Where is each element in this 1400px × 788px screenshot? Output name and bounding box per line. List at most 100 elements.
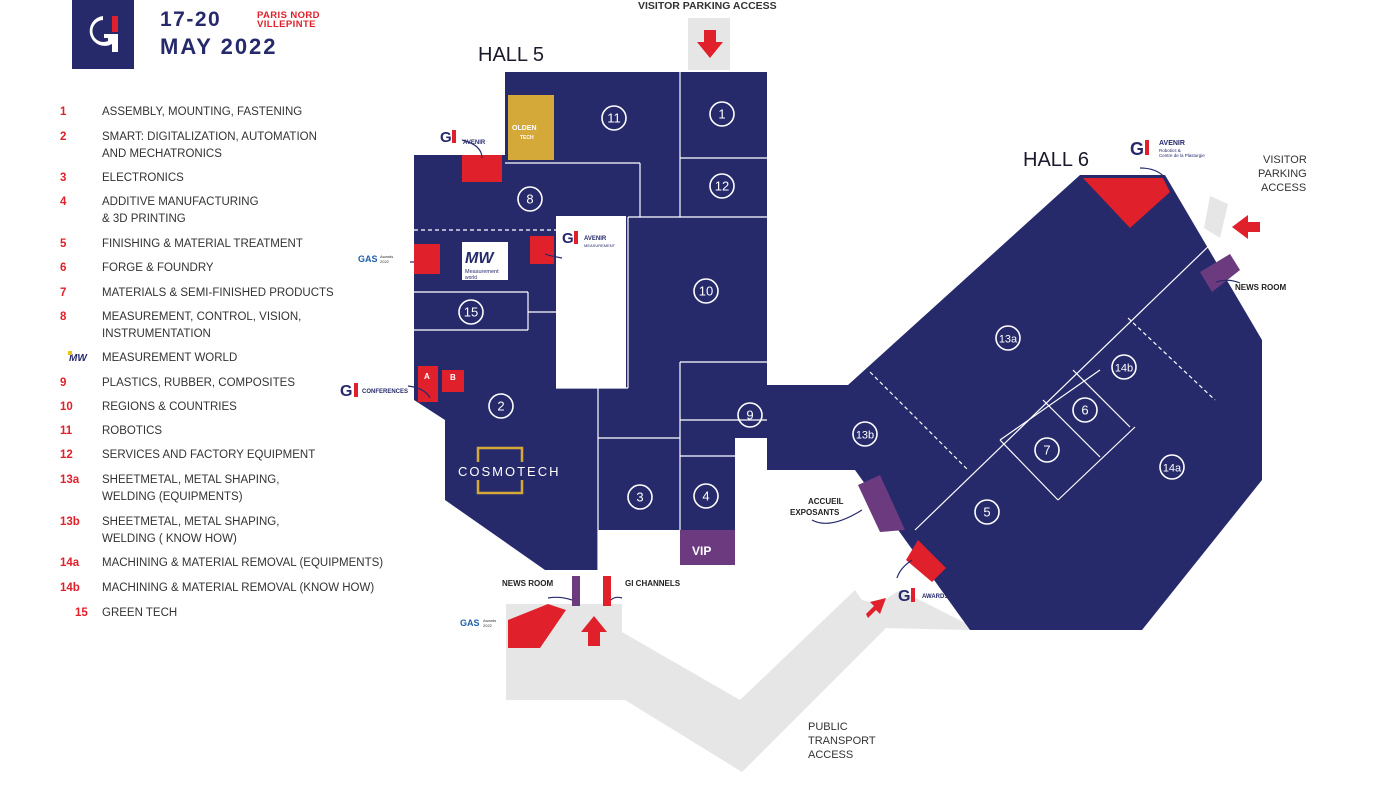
zone-label: 7 <box>1043 443 1050 458</box>
cosmotech-logo: COSMOTECH <box>458 446 561 495</box>
arrow-left-icon <box>1232 215 1260 239</box>
arrow-up-icon <box>581 616 607 646</box>
zone-marker-15: 15 <box>458 299 484 325</box>
zone-marker-11: 11 <box>601 105 627 131</box>
svg-text:2022: 2022 <box>380 259 390 264</box>
public-transport-line2: TRANSPORT <box>808 735 876 747</box>
avenir-logo-measurement: G AVENIR MEASUREMENT <box>562 230 616 248</box>
zone-marker-13a: 13a <box>995 325 1021 351</box>
svg-text:Awards: Awards <box>380 254 393 259</box>
svg-text:AWARDS: AWARDS <box>922 594 948 600</box>
cosmotech-text: COSMOTECH <box>458 464 561 479</box>
svg-text:Awards: Awards <box>483 618 496 623</box>
zone-label: 3 <box>636 490 643 505</box>
mw-logo-text: MW <box>465 250 495 267</box>
zone-label: 9 <box>746 408 753 423</box>
hall-6-label: HALL 6 <box>1023 149 1089 171</box>
avenir-stand-hall6 <box>1083 178 1170 228</box>
hall-connector <box>767 385 800 470</box>
zone-marker-13b: 13b <box>852 421 878 447</box>
zone-label: 5 <box>983 505 990 520</box>
zone-label: 13a <box>999 334 1018 346</box>
mw-logo-sub2: world <box>465 275 477 281</box>
zone-label: 15 <box>464 305 478 320</box>
zone-marker-7: 7 <box>1034 437 1060 463</box>
event-month: MAY 2022 <box>160 34 278 59</box>
gas-logo-hall5: GAS Awards 2022 <box>358 254 393 264</box>
conferences-logo: G CONFERENCES <box>340 383 408 400</box>
zone-marker-12: 12 <box>709 173 735 199</box>
gi-logo-icon <box>72 0 134 69</box>
gas-stand-hall5 <box>414 244 440 274</box>
svg-text:G: G <box>1130 139 1144 159</box>
arrow-down-icon <box>697 30 723 58</box>
news-room-bottom <box>572 576 580 606</box>
accueil-label-line2: EXPOSANTS <box>790 508 840 517</box>
svg-text:GAS: GAS <box>358 254 378 264</box>
visitor-parking-top-label: VISITOR PARKING ACCESS <box>638 0 777 12</box>
zone-label: 14b <box>1115 363 1133 375</box>
avenir-stand-measurement <box>530 236 554 264</box>
hall-6 <box>800 175 1262 630</box>
pointer-arrows <box>407 139 1241 601</box>
public-transport-line3: ACCESS <box>808 749 853 761</box>
awards-stand <box>906 540 946 582</box>
svg-text:Centre de la Plasturgie: Centre de la Plasturgie <box>1159 153 1205 158</box>
measurement-world-logo <box>462 242 508 280</box>
room-b-label: B <box>450 373 456 382</box>
zone-label: 8 <box>526 192 533 207</box>
zone-label: 11 <box>607 111 621 126</box>
svg-text:Robotics &: Robotics & <box>1159 148 1181 153</box>
zone-marker-14b: 14b <box>1111 354 1137 380</box>
accueil-label-line1: ACCUEIL <box>808 497 844 506</box>
hall-5-label: HALL 5 <box>478 44 544 66</box>
gi-channels-label: GI CHANNELS <box>625 579 681 588</box>
zone-label: 12 <box>715 179 729 194</box>
svg-text:AVENIR: AVENIR <box>1159 140 1185 147</box>
svg-text:AVENIR: AVENIR <box>584 236 607 242</box>
visitor-parking-right-line2: PARKING <box>1258 168 1307 180</box>
zone-marker-9: 9 <box>737 402 763 428</box>
gas-logo-bottom: GAS Awards 2022 <box>460 618 496 628</box>
zone-label: 2 <box>497 399 504 414</box>
hall-6-dividers <box>869 239 1216 531</box>
avenir-logo-hall5: G AVENIR <box>440 129 486 146</box>
visitor-parking-right-line1: VISITOR <box>1263 154 1307 166</box>
svg-text:G: G <box>340 383 352 400</box>
zone-marker-8: 8 <box>517 186 543 212</box>
zone-label: 10 <box>699 284 713 299</box>
event-dates: 17-20 <box>160 8 222 31</box>
zone-marker-14a: 14a <box>1159 454 1185 480</box>
zone-marker-2: 2 <box>488 393 514 419</box>
vip-label: VIP <box>692 544 711 558</box>
svg-text:2022: 2022 <box>483 623 493 628</box>
accueil-exposants-area <box>858 475 905 532</box>
visitor-parking-right-line3: ACCESS <box>1261 182 1306 194</box>
svg-text:MW: MW <box>69 353 88 364</box>
awards-logo: G AWARDS <box>898 588 948 605</box>
mw-logo-sub1: Measurement <box>465 269 499 275</box>
room-a <box>418 366 438 402</box>
room-a-label: A <box>424 372 430 381</box>
svg-text:MEASUREMENT: MEASUREMENT <box>584 243 616 248</box>
svg-text:G: G <box>440 129 452 146</box>
zone-marker-10: 10 <box>693 278 719 304</box>
zone-marker-4: 4 <box>693 483 719 509</box>
zone-label: 4 <box>702 489 709 504</box>
zone-label: 1 <box>718 107 725 122</box>
room-b <box>442 370 464 392</box>
corridor <box>556 216 626 388</box>
arrow-up-right-icon <box>866 598 886 618</box>
svg-text:AVENIR: AVENIR <box>463 140 486 146</box>
golden-tech-text: OLDEN <box>512 125 537 132</box>
zone-label: 13b <box>856 430 874 442</box>
svg-text:G: G <box>562 230 574 247</box>
golden-tech-subtext: TECH <box>520 135 534 141</box>
zone-marker-3: 3 <box>627 484 653 510</box>
zone-marker-1: 1 <box>709 101 735 127</box>
svg-text:G: G <box>898 588 910 605</box>
vip-area <box>680 530 735 565</box>
news-room-hall6-label: NEWS ROOM <box>1235 283 1286 292</box>
hall-5-dividers <box>414 72 767 570</box>
